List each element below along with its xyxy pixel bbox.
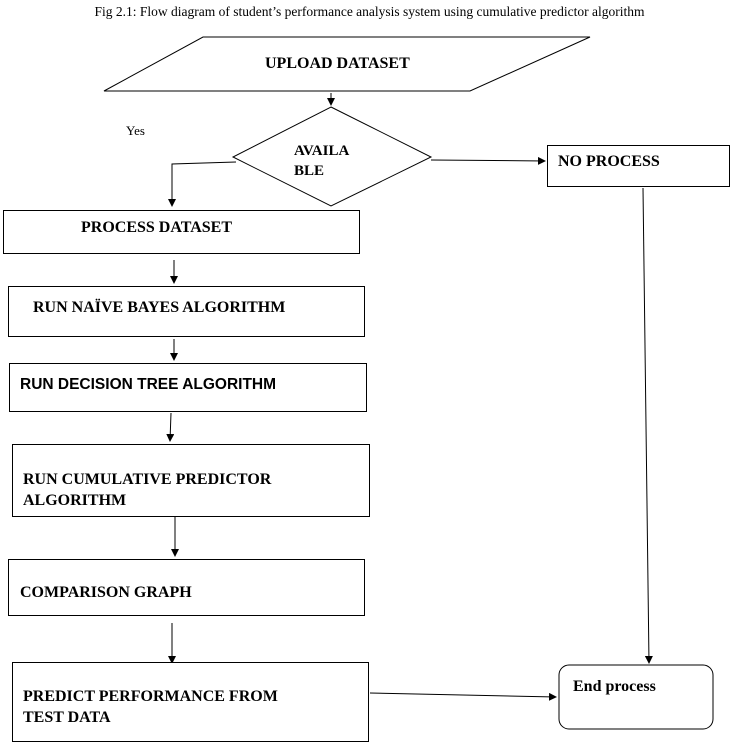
no-process-box [547, 145, 730, 187]
comparison-graph-label: COMPARISON GRAPH [20, 584, 192, 601]
arrow-predict-to-end [369, 692, 557, 701]
figure-caption: Fig 2.1: Flow diagram of student’s perfo… [94, 4, 645, 19]
cumulative-label-line2: ALGORITHM [23, 492, 127, 509]
decision-tree-box [9, 363, 367, 412]
yes-edge-label: Yes [126, 123, 145, 138]
cumulative-predictor-box [12, 444, 370, 517]
arrow-decision-to-process [168, 161, 237, 207]
upload-dataset-label: UPLOAD DATASET [265, 55, 410, 72]
available-label-line1: AVAILA [294, 143, 350, 159]
cumulative-label-line1: RUN CUMULATIVE PREDICTOR [23, 471, 272, 488]
arrow-decision-to-no-process [430, 156, 546, 165]
predict-performance-box [12, 662, 369, 742]
end-process-label: End process [573, 678, 656, 695]
decision-tree-label: RUN DECISION TREE ALGORITHM [20, 376, 277, 393]
predict-label-line2: TEST DATA [23, 709, 111, 726]
end-process-shape [558, 664, 714, 730]
available-decision-label: AVAILA BLE [294, 141, 374, 175]
upload-dataset-shape [103, 36, 591, 92]
available-decision-shape [231, 106, 433, 207]
comparison-graph-box [8, 559, 365, 616]
arrow-no-process-to-end [642, 187, 653, 664]
no-process-label: NO PROCESS [558, 153, 660, 170]
available-label-line2: BLE [294, 163, 325, 175]
predict-label-line1: PREDICT PERFORMANCE FROM [23, 688, 278, 705]
arrow-decision-tree-to-cumulative [166, 412, 175, 442]
process-dataset-label: PROCESS DATASET [81, 219, 232, 236]
naive-bayes-box [8, 286, 365, 337]
naive-bayes-label: RUN NAÏVE BAYES ALGORITHM [33, 299, 286, 316]
process-dataset-box [3, 210, 360, 254]
